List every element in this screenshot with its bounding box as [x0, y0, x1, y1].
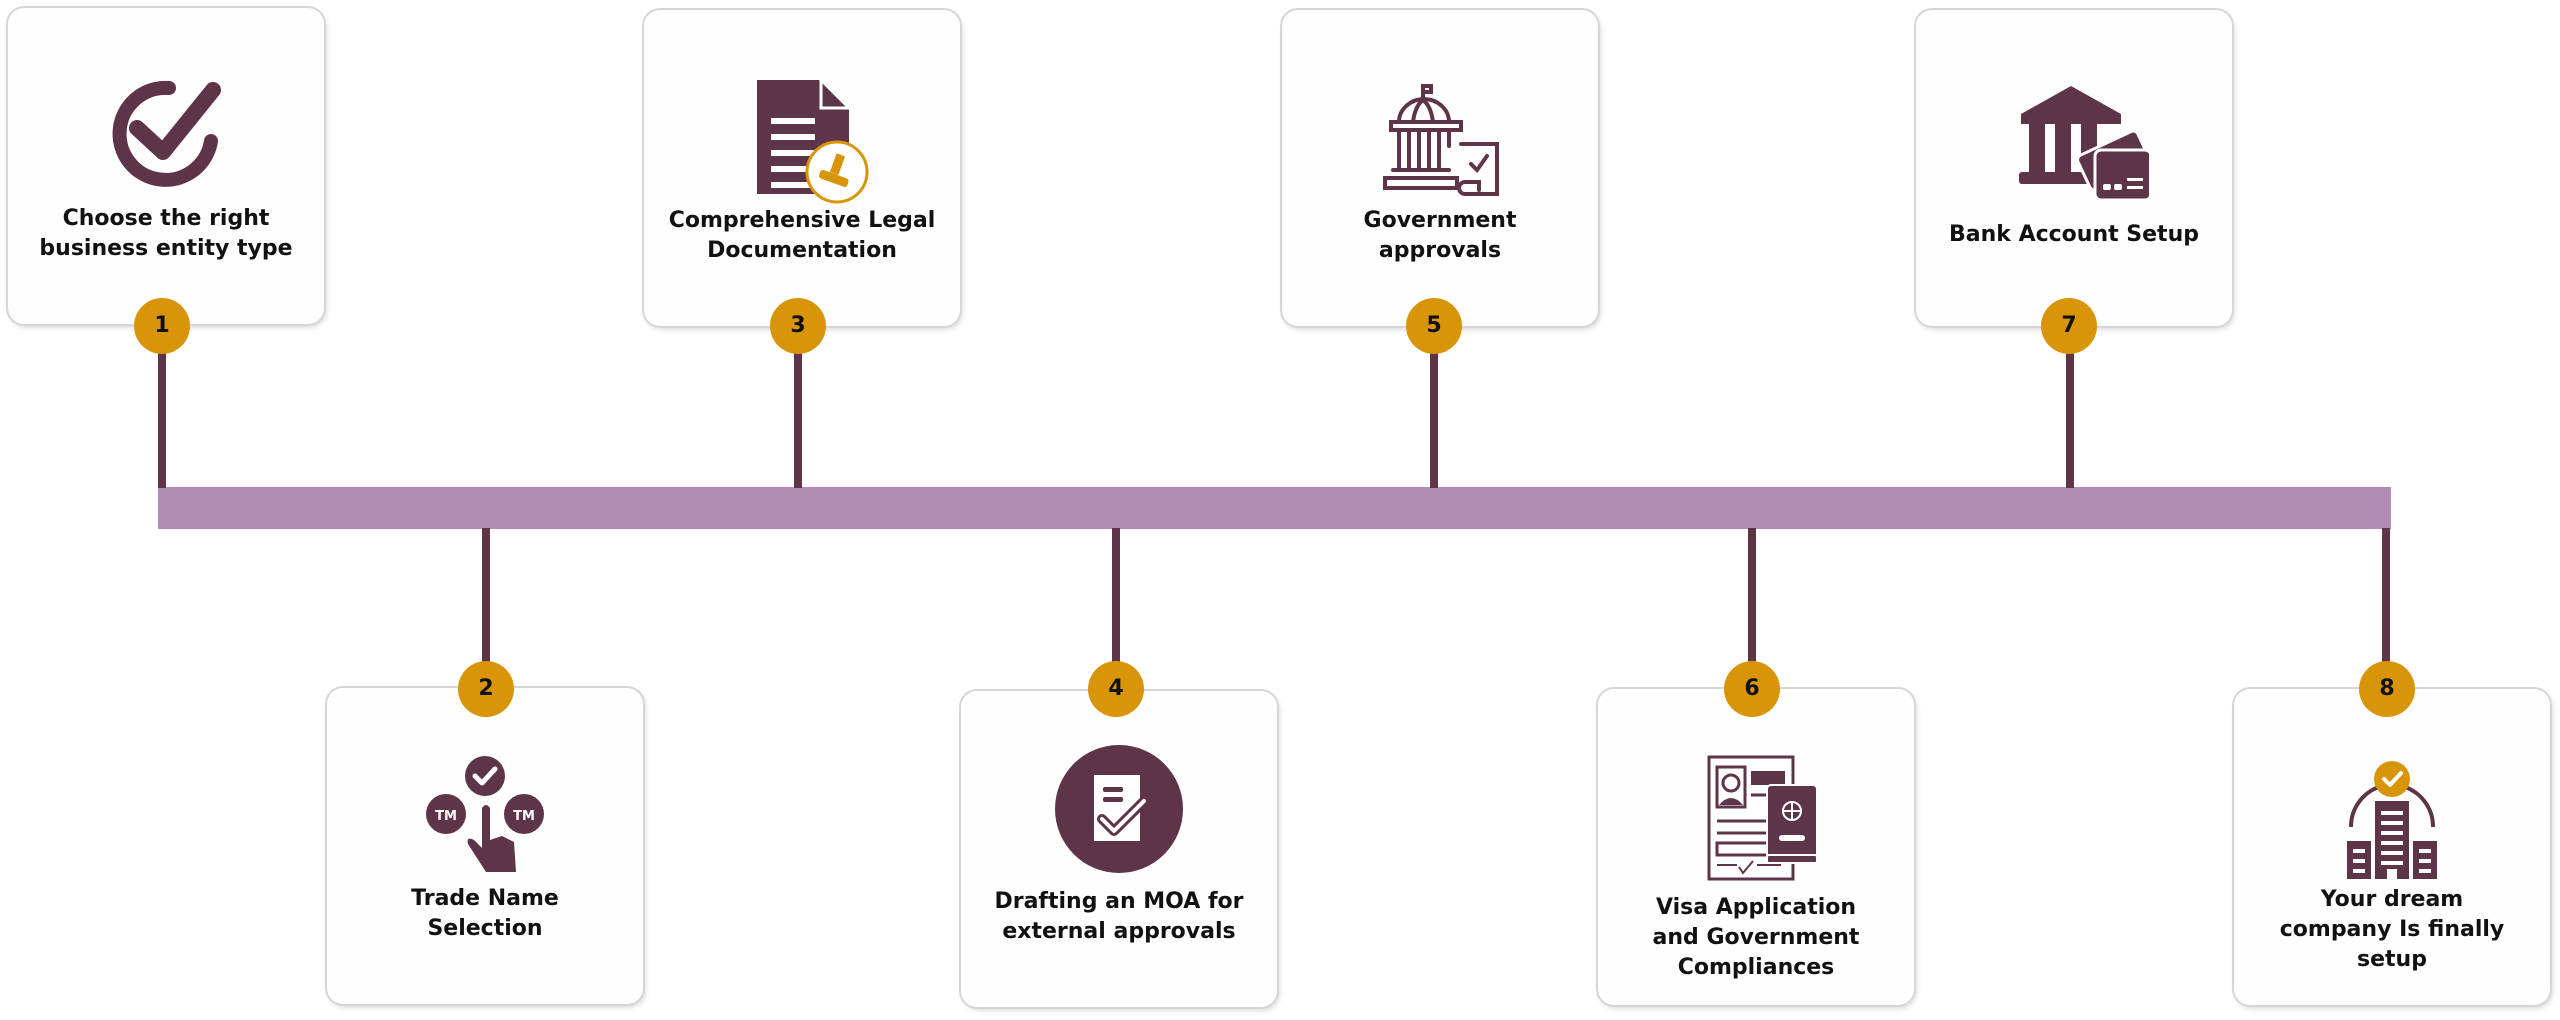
timeline-bar: [158, 487, 2391, 529]
step-label: Your dream company Is finally setup: [2279, 887, 2505, 972]
check-circle-icon: [91, 56, 241, 206]
step-number-badge-2: 2: [458, 661, 514, 717]
step-card-2: TM TM Trade Name Selection: [327, 688, 643, 1004]
step-number-badge-4: 4: [1088, 661, 1144, 717]
company-building-icon: [2317, 737, 2467, 887]
step-card-3: Comprehensive Legal Documentation: [644, 10, 960, 326]
svg-text:TM: TM: [513, 809, 535, 824]
step-card-8: Your dream company Is finally setup: [2234, 689, 2550, 1005]
step-label: Trade Name Selection: [411, 886, 559, 941]
step-label: Visa Application and Government Complian…: [1652, 895, 1860, 980]
step-label: Choose the right business entity type: [39, 206, 293, 261]
step-card-7: Bank Account Setup: [1916, 10, 2232, 326]
connector-1: [158, 340, 166, 488]
connector-7: [2066, 340, 2074, 488]
step-label: Government approvals: [1363, 208, 1517, 263]
step-label: Drafting an MOA for external approvals: [994, 889, 1244, 944]
connector-6: [1748, 528, 1756, 668]
connector-8: [2382, 528, 2390, 668]
visa-passport-icon: [1681, 737, 1831, 887]
svg-text:TM: TM: [435, 809, 457, 824]
step-card-1: Choose the right business entity type: [8, 8, 324, 324]
step-number-badge-1: 1: [134, 298, 190, 354]
document-check-icon: [1044, 739, 1194, 889]
step-card-4: Drafting an MOA for external approvals: [961, 691, 1277, 1007]
step-number-badge-8: 8: [2359, 661, 2415, 717]
document-stamp-icon: [727, 58, 877, 208]
connector-3: [794, 340, 802, 488]
step-number-badge-6: 6: [1724, 661, 1780, 717]
government-building-icon: [1365, 58, 1515, 208]
trademark-hand-icon: TM TM: [410, 736, 560, 886]
step-number-badge-7: 7: [2041, 298, 2097, 354]
connector-2: [482, 528, 490, 668]
step-card-6: Visa Application and Government Complian…: [1598, 689, 1914, 1005]
connector-5: [1430, 340, 1438, 488]
step-card-5: Government approvals: [1282, 10, 1598, 326]
bank-card-icon: [1999, 58, 2149, 208]
step-number-badge-5: 5: [1406, 298, 1462, 354]
step-label: Bank Account Setup: [1949, 222, 2199, 247]
step-label: Comprehensive Legal Documentation: [668, 208, 936, 263]
connector-4: [1112, 528, 1120, 668]
step-number-badge-3: 3: [770, 298, 826, 354]
